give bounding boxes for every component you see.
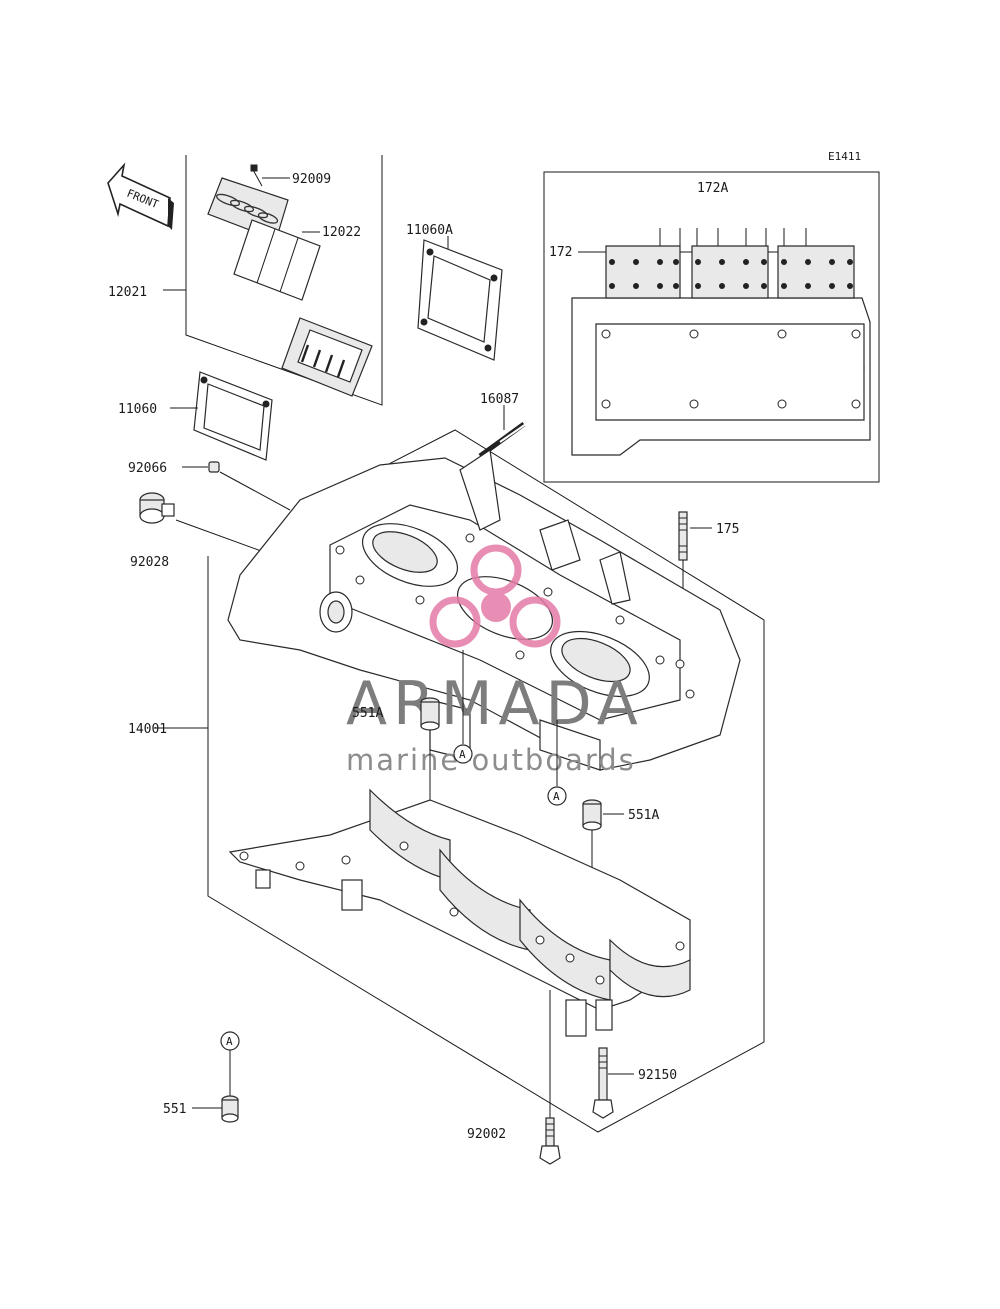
- callout-92028: 92028: [130, 555, 169, 570]
- dowel-551-part: [221, 1095, 239, 1123]
- callout-92150: 92150: [638, 1068, 677, 1083]
- diagram-code: E1411: [828, 150, 861, 163]
- ref-marker-a-2: A: [547, 786, 567, 806]
- cylinder-inset-172A: [543, 171, 880, 483]
- reed-petal-part: [233, 219, 321, 301]
- callout-92066: 92066: [128, 461, 167, 476]
- callout-172A: 172A: [697, 181, 728, 196]
- reed-valve-group: 12021 92009 12022: [108, 155, 383, 406]
- watermark-title: ARMADA: [346, 669, 644, 739]
- watermark-logo-icon: [429, 544, 561, 648]
- reed-stopper-part: [207, 164, 290, 241]
- callout-12022: 12022: [322, 225, 361, 240]
- ref-marker-a-1: A: [453, 744, 473, 764]
- watermark-subtitle: marine outboards: [346, 743, 636, 777]
- callout-551A-upper: 551A: [352, 706, 383, 721]
- gasket-11060-part: [193, 371, 273, 461]
- callout-92002: 92002: [467, 1127, 506, 1142]
- callout-92009: 92009: [292, 172, 331, 187]
- callout-14001: 14001: [128, 722, 167, 737]
- callout-172: 172: [549, 245, 572, 260]
- cap-92028-part: [139, 492, 175, 524]
- callout-12021: 12021: [108, 285, 147, 300]
- sensor-16087-part: [478, 405, 527, 459]
- bolt-92002-part: [539, 1117, 561, 1165]
- svg-text:A: A: [459, 748, 466, 761]
- callout-11060A: 11060A: [406, 223, 453, 238]
- callout-551A-lower: 551A: [628, 808, 659, 823]
- svg-text:A: A: [553, 790, 560, 803]
- callout-175: 175: [716, 522, 739, 537]
- callout-11060: 11060: [118, 402, 157, 417]
- reed-cage-part: [281, 317, 373, 397]
- plug-92066-part: [208, 461, 220, 473]
- lower-crankcase-part: [228, 788, 691, 1037]
- callout-551: 551: [163, 1102, 186, 1117]
- bolt-92150-part: [592, 1047, 614, 1119]
- ref-marker-a-3: A: [220, 1031, 240, 1051]
- front-arrow-icon: FRONT: [107, 162, 174, 230]
- callout-16087: 16087: [480, 392, 519, 407]
- svg-text:A: A: [226, 1035, 233, 1048]
- gasket-11060A-part: [417, 236, 503, 361]
